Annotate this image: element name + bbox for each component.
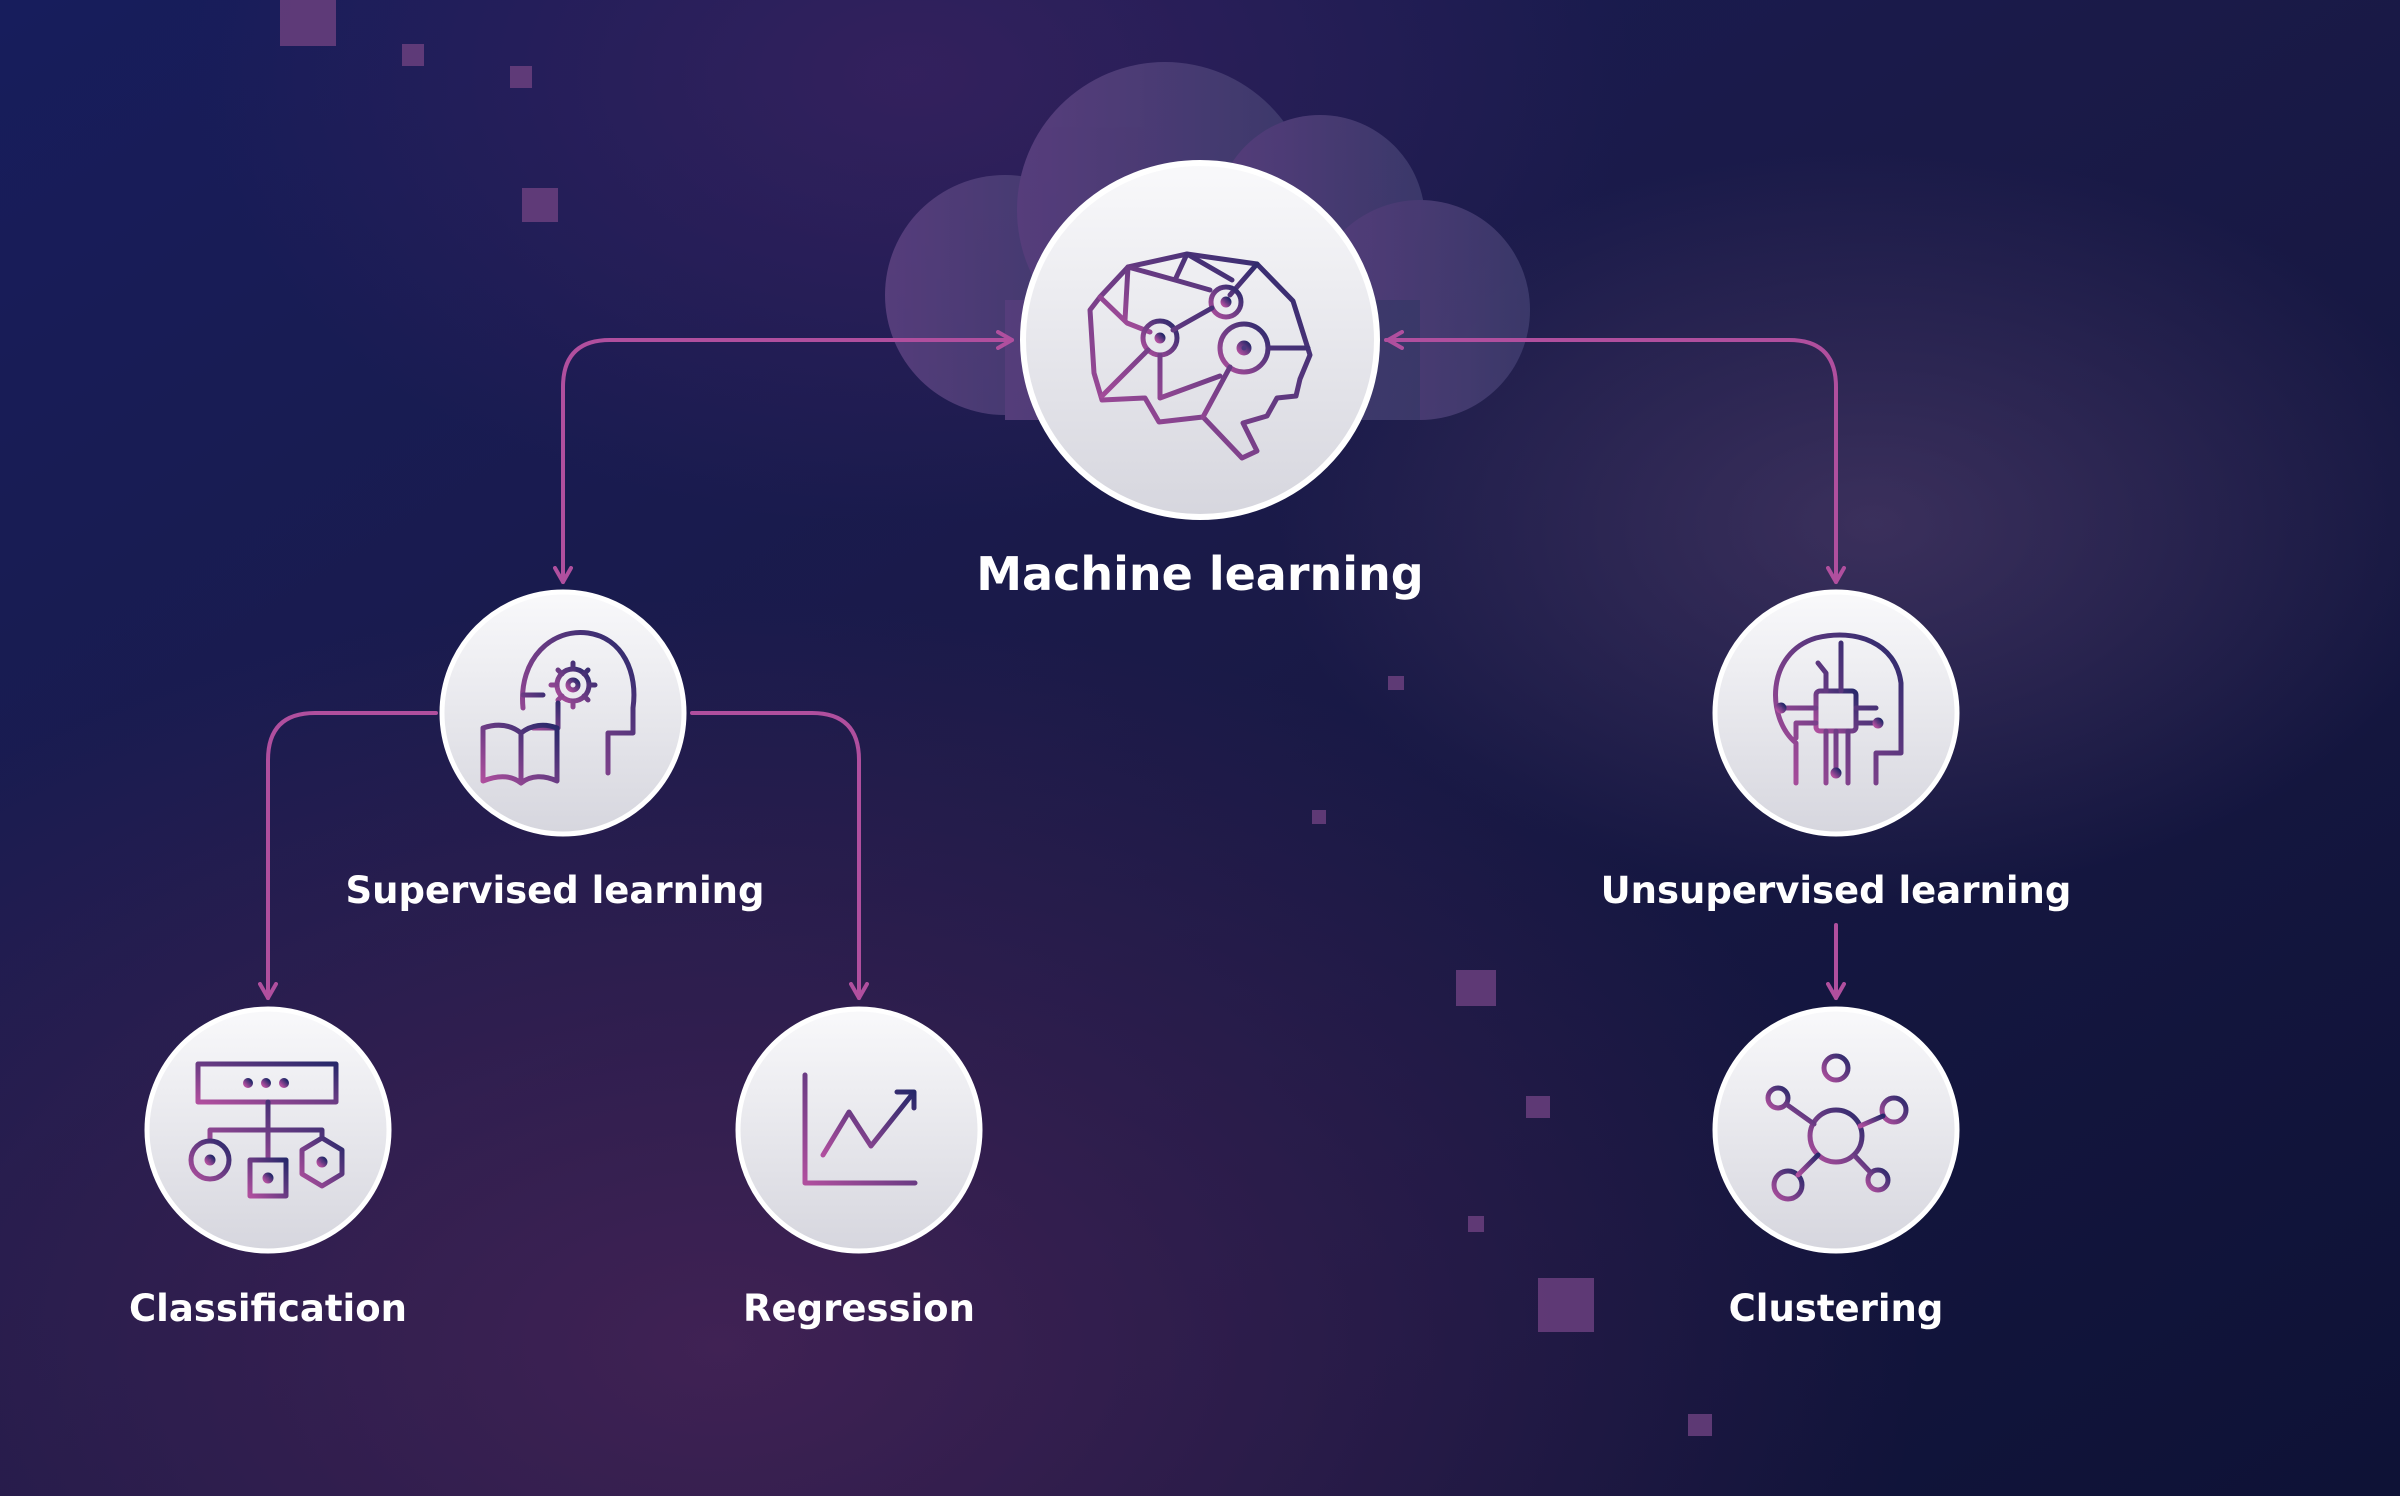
network-nodes-icon [1765, 1053, 1909, 1202]
node-circle [1712, 1006, 1960, 1254]
decorative-squares [280, 0, 1712, 1436]
node-label: Machine learning [976, 547, 1423, 601]
node-circle [1020, 160, 1380, 520]
flowchart-shapes-icon [188, 1061, 345, 1199]
deco-square [402, 44, 424, 66]
head-chip-icon [1773, 632, 1904, 786]
node-label: Clustering [1729, 1287, 1944, 1330]
connector-to-classification [258, 711, 438, 1000]
deco-square [1538, 1278, 1594, 1332]
node-unsupervised-learning[interactable]: Unsupervised learning [1601, 589, 2072, 912]
node-label: Supervised learning [346, 869, 765, 912]
node-clustering[interactable]: Clustering [1712, 1006, 1960, 1330]
deco-square [280, 0, 336, 46]
line-chart-up-icon [802, 1072, 918, 1186]
deco-square [1688, 1414, 1712, 1436]
head-gear-book-icon [480, 629, 637, 786]
node-machine-learning[interactable]: Machine learning [976, 160, 1424, 601]
deco-square [522, 188, 558, 222]
node-regression[interactable]: Regression [735, 1006, 983, 1330]
deco-square [1526, 1096, 1550, 1118]
deco-square [1456, 970, 1496, 1006]
deco-square [1312, 810, 1326, 824]
connector-ml-to-unsupervised [1384, 338, 1846, 584]
node-supervised-learning[interactable]: Supervised learning [346, 589, 765, 912]
node-label: Classification [129, 1287, 407, 1330]
deco-square [1388, 676, 1404, 690]
connector-to-regression [690, 711, 869, 1000]
deco-square [510, 66, 532, 88]
connector-ml-to-supervised [553, 338, 1012, 584]
node-circle [439, 589, 687, 837]
node-label: Unsupervised learning [1601, 869, 2072, 912]
deco-square [1468, 1216, 1484, 1232]
node-classification[interactable]: Classification [129, 1006, 407, 1330]
connectors [258, 330, 1846, 1000]
node-label: Regression [743, 1287, 975, 1330]
brain-circuit-icon [1087, 251, 1313, 461]
